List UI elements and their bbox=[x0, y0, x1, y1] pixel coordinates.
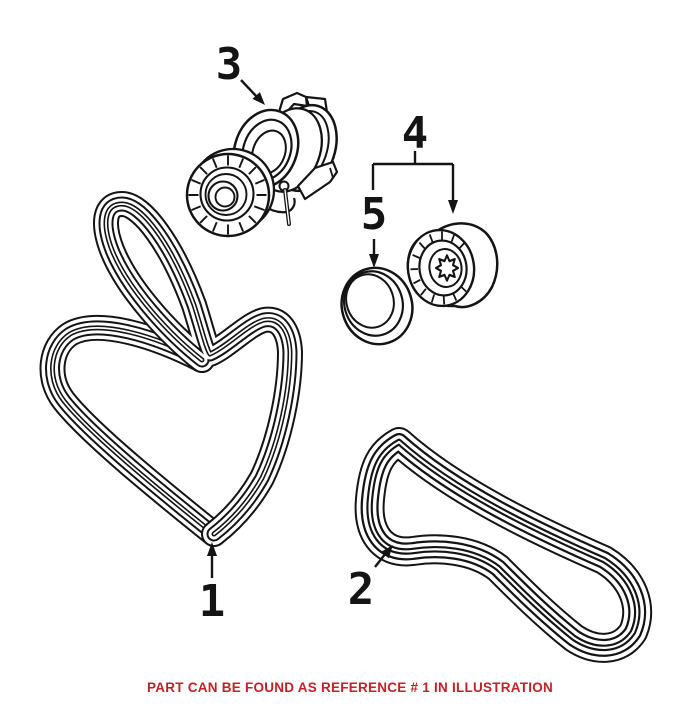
callout-3-arrowhead bbox=[252, 92, 265, 105]
callout-4-arrowhead bbox=[448, 200, 458, 214]
callout-5-number: 5 bbox=[361, 189, 388, 240]
callout-5-arrowhead bbox=[369, 254, 379, 268]
callout-4-number: 4 bbox=[402, 108, 429, 159]
tensioner-pin-highlight bbox=[284, 189, 290, 225]
belt-2-drawing bbox=[370, 442, 638, 648]
callout-5: 5 bbox=[361, 189, 388, 268]
callout-4: 4 bbox=[371, 108, 458, 214]
pulley-cap-inner bbox=[345, 273, 395, 329]
tensioner-pulley-face bbox=[185, 152, 271, 238]
footer-note: PART CAN BE FOUND AS REFERENCE # 1 IN IL… bbox=[146, 680, 554, 695]
tensioner-pulley-spokes bbox=[188, 155, 267, 235]
idler-pulley-hub bbox=[428, 248, 463, 288]
tensioner-pulley-ring-outer bbox=[199, 166, 255, 222]
callout-2-arrowhead bbox=[380, 545, 393, 559]
callout-2-number: 2 bbox=[348, 564, 375, 615]
tensioner-pulley-bore-inner bbox=[214, 186, 236, 208]
callout-1-arrowhead bbox=[207, 542, 217, 556]
callout-3-arrow-line bbox=[240, 79, 258, 98]
tensioner-pulley-ring-mid bbox=[204, 173, 248, 216]
tensioner-assembly-drawing bbox=[185, 91, 339, 238]
idler-pulley-spline bbox=[435, 254, 459, 282]
idler-pulley-spokes bbox=[410, 231, 467, 305]
idler-pulley-ring bbox=[418, 239, 468, 297]
tensioner-pulley-bore-outer bbox=[207, 180, 239, 212]
callout-2-arrow-line bbox=[374, 552, 387, 568]
callout-2: 2 bbox=[348, 545, 393, 615]
callout-1-number: 1 bbox=[199, 576, 226, 627]
pulley-cap-outer bbox=[340, 266, 414, 346]
callouts: 3 4 5 1 2 bbox=[199, 39, 458, 627]
tensioner-foot bbox=[296, 160, 339, 201]
tensioner-foot-edge bbox=[329, 167, 334, 179]
callout-3-number: 3 bbox=[216, 39, 243, 90]
belt-1-drawing bbox=[53, 204, 290, 534]
callout-1: 1 bbox=[199, 542, 226, 627]
pulley-cap-mid bbox=[343, 270, 404, 337]
callout-3: 3 bbox=[216, 39, 265, 105]
callout-4-bracket bbox=[371, 151, 455, 202]
pulley-cap-drawing bbox=[340, 266, 414, 346]
idler-pulley-drawing bbox=[406, 222, 499, 309]
